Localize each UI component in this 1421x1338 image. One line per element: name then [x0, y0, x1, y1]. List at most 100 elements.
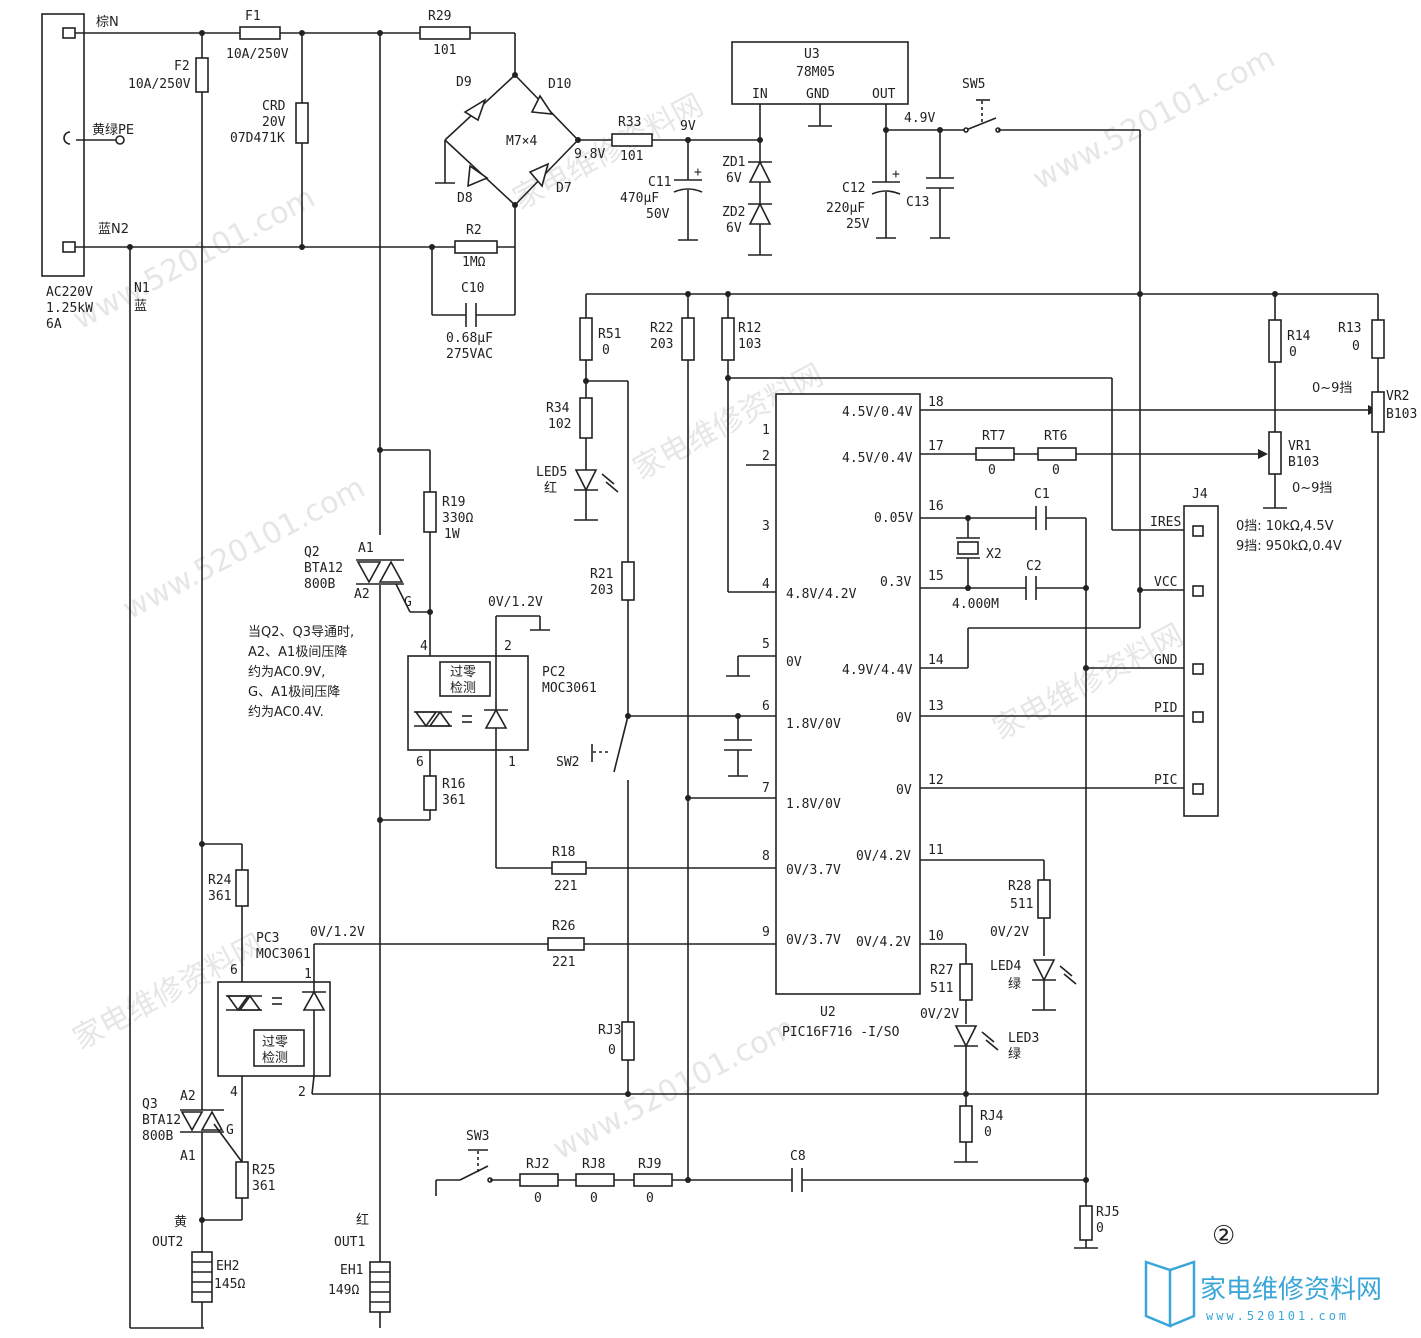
sw5-ref: SW5: [962, 77, 985, 92]
r34-value: 102: [548, 417, 571, 432]
varistor-crd: CRD 20V 07D471K: [230, 99, 309, 146]
rj4-ref: RJ4: [980, 1109, 1004, 1124]
r13-ref: R13: [1338, 321, 1361, 336]
logo-text: 家电维修资料网: [1200, 1275, 1382, 1305]
u2-pin-7-volt: 1.8V/0V: [786, 797, 841, 812]
potentiometer-vr1: VR1 B103 0~9挡: [1263, 431, 1332, 509]
vr1-range: 0~9挡: [1292, 481, 1332, 496]
resistor-r19: R19 330Ω 1W: [377, 447, 473, 656]
vr1-ref: VR1: [1288, 439, 1311, 454]
resistor-r18: R18 221: [551, 845, 776, 894]
pc2-part: MOC3061: [542, 681, 597, 696]
c2-ref: C2: [1026, 559, 1042, 574]
switch-sw2[interactable]: SW2: [556, 715, 629, 1022]
blue-wire-label: 蓝N2: [98, 222, 129, 237]
thermistor-rt6: RT6 0: [1037, 429, 1077, 478]
sw2-ref: SW2: [556, 755, 579, 770]
crd-voltage: 20V: [262, 115, 286, 130]
rj8-ref: RJ8: [582, 1157, 605, 1172]
q2-rating: 800B: [304, 577, 335, 592]
rj5-ref: RJ5: [1096, 1205, 1119, 1220]
r26-value: 221: [552, 955, 575, 970]
sw3-ref: SW3: [466, 1129, 489, 1144]
u2-pin-6: 6: [762, 699, 770, 714]
led4-ref: LED4: [990, 959, 1021, 974]
d7-label: D7: [556, 181, 572, 196]
r19-power: 1W: [444, 527, 460, 542]
n1-label: N1: [134, 281, 150, 296]
j4-ref: J4: [1192, 487, 1208, 502]
resistor-r2: R2 1MΩ: [454, 223, 498, 270]
u2-pin-18: 18: [928, 395, 944, 410]
resistor-rj2: RJ2 0: [519, 1157, 576, 1206]
u2-pin-18-volt: 4.5V/0.4V: [842, 405, 913, 420]
resistor-r34: R34 102: [546, 397, 593, 470]
r14-ref: R14: [1287, 329, 1311, 344]
watermark: www.520101.com: [117, 470, 371, 627]
input-spec-power: 1.25kW: [46, 301, 93, 316]
svg-text:约为AC0.4V.: 约为AC0.4V.: [248, 705, 324, 720]
u2-pin-13-volt: 0V: [896, 711, 912, 726]
watermark: www.520101.com: [67, 180, 321, 337]
r29-ref: R29: [428, 9, 451, 24]
potentiometer-vr2: VR2 B103 0~9挡: [1312, 381, 1417, 1094]
pc2-zc-line1: 过零: [450, 665, 476, 680]
u2-pin-10-volt: 0V/4.2V: [856, 935, 911, 950]
pc2-pin6: 6: [416, 755, 424, 770]
r18-value: 221: [554, 879, 577, 894]
r2-ref: R2: [466, 223, 482, 238]
u2-pin-15: 15: [928, 569, 944, 584]
q3-ref: Q3: [142, 1097, 158, 1112]
r51-ref: R51: [598, 327, 621, 342]
f1-ref: F1: [245, 9, 261, 24]
u3-pin-gnd: GND: [806, 87, 830, 102]
r25-ref: R25: [252, 1163, 275, 1178]
u2-pin-2: 2: [762, 449, 770, 464]
resistor-r16: R16 361: [377, 775, 465, 823]
r13-value: 0: [1352, 339, 1360, 354]
f2-ref: F2: [174, 59, 190, 74]
resistor-rj3: RJ3 0: [598, 1021, 635, 1094]
c13-ref: C13: [906, 195, 929, 210]
u2-pin-8-volt: 0V/3.7V: [786, 863, 841, 878]
switch-sw3[interactable]: SW3: [435, 1129, 520, 1196]
f2-value: 10A/250V: [128, 77, 191, 92]
r29-value: 101: [433, 43, 456, 58]
u2-pin-5-volt: 0V: [786, 655, 802, 670]
rj8-value: 0: [590, 1191, 598, 1206]
r21-ref: R21: [590, 567, 613, 582]
switch-sw5[interactable]: SW5: [962, 77, 1140, 133]
c11-value: 470μF: [620, 191, 659, 206]
q3-rating: 800B: [142, 1129, 173, 1144]
j4-pin-gnd: GND: [1154, 653, 1178, 668]
rj9-value: 0: [646, 1191, 654, 1206]
node-9v: 9V: [680, 119, 696, 134]
pc2-volt: 0V/1.2V: [488, 595, 543, 610]
resistor-r28: R28 511 0V/2V: [920, 859, 1051, 956]
u2-pin-11-volt: 0V/4.2V: [856, 849, 911, 864]
pc2-ref: PC2: [542, 665, 565, 680]
q2-part: BTA12: [304, 561, 343, 576]
c10-voltage: 275VAC: [446, 347, 493, 362]
resistor-r26: R26 221: [314, 919, 776, 970]
u2-pin-1: 1: [762, 423, 770, 438]
resistor-r13: R13 0: [1338, 319, 1385, 392]
j4-pin-ires: IRES: [1150, 515, 1181, 530]
q2-a1: A1: [358, 541, 374, 556]
u2-pin-12: 12: [928, 773, 944, 788]
vr1-value: B103: [1288, 455, 1319, 470]
rj2-value: 0: [534, 1191, 542, 1206]
r12-value: 103: [738, 337, 761, 352]
crd-part: 07D471K: [230, 131, 285, 146]
q2-gate: G: [404, 595, 412, 610]
led5-ref: LED5: [536, 465, 567, 480]
vr2-ref: VR2: [1386, 389, 1409, 404]
d8-label: D8: [457, 191, 473, 206]
u2-pin-14-volt: 4.9V/4.4V: [842, 663, 913, 678]
svg-text:G、A1极间压降: G、A1极间压降: [248, 685, 340, 700]
u3-pin-in: IN: [752, 87, 768, 102]
rj9-ref: RJ9: [638, 1157, 661, 1172]
rj3-value: 0: [608, 1043, 616, 1058]
capacitor-c10: C10 0.68μF 275VAC: [431, 247, 516, 362]
